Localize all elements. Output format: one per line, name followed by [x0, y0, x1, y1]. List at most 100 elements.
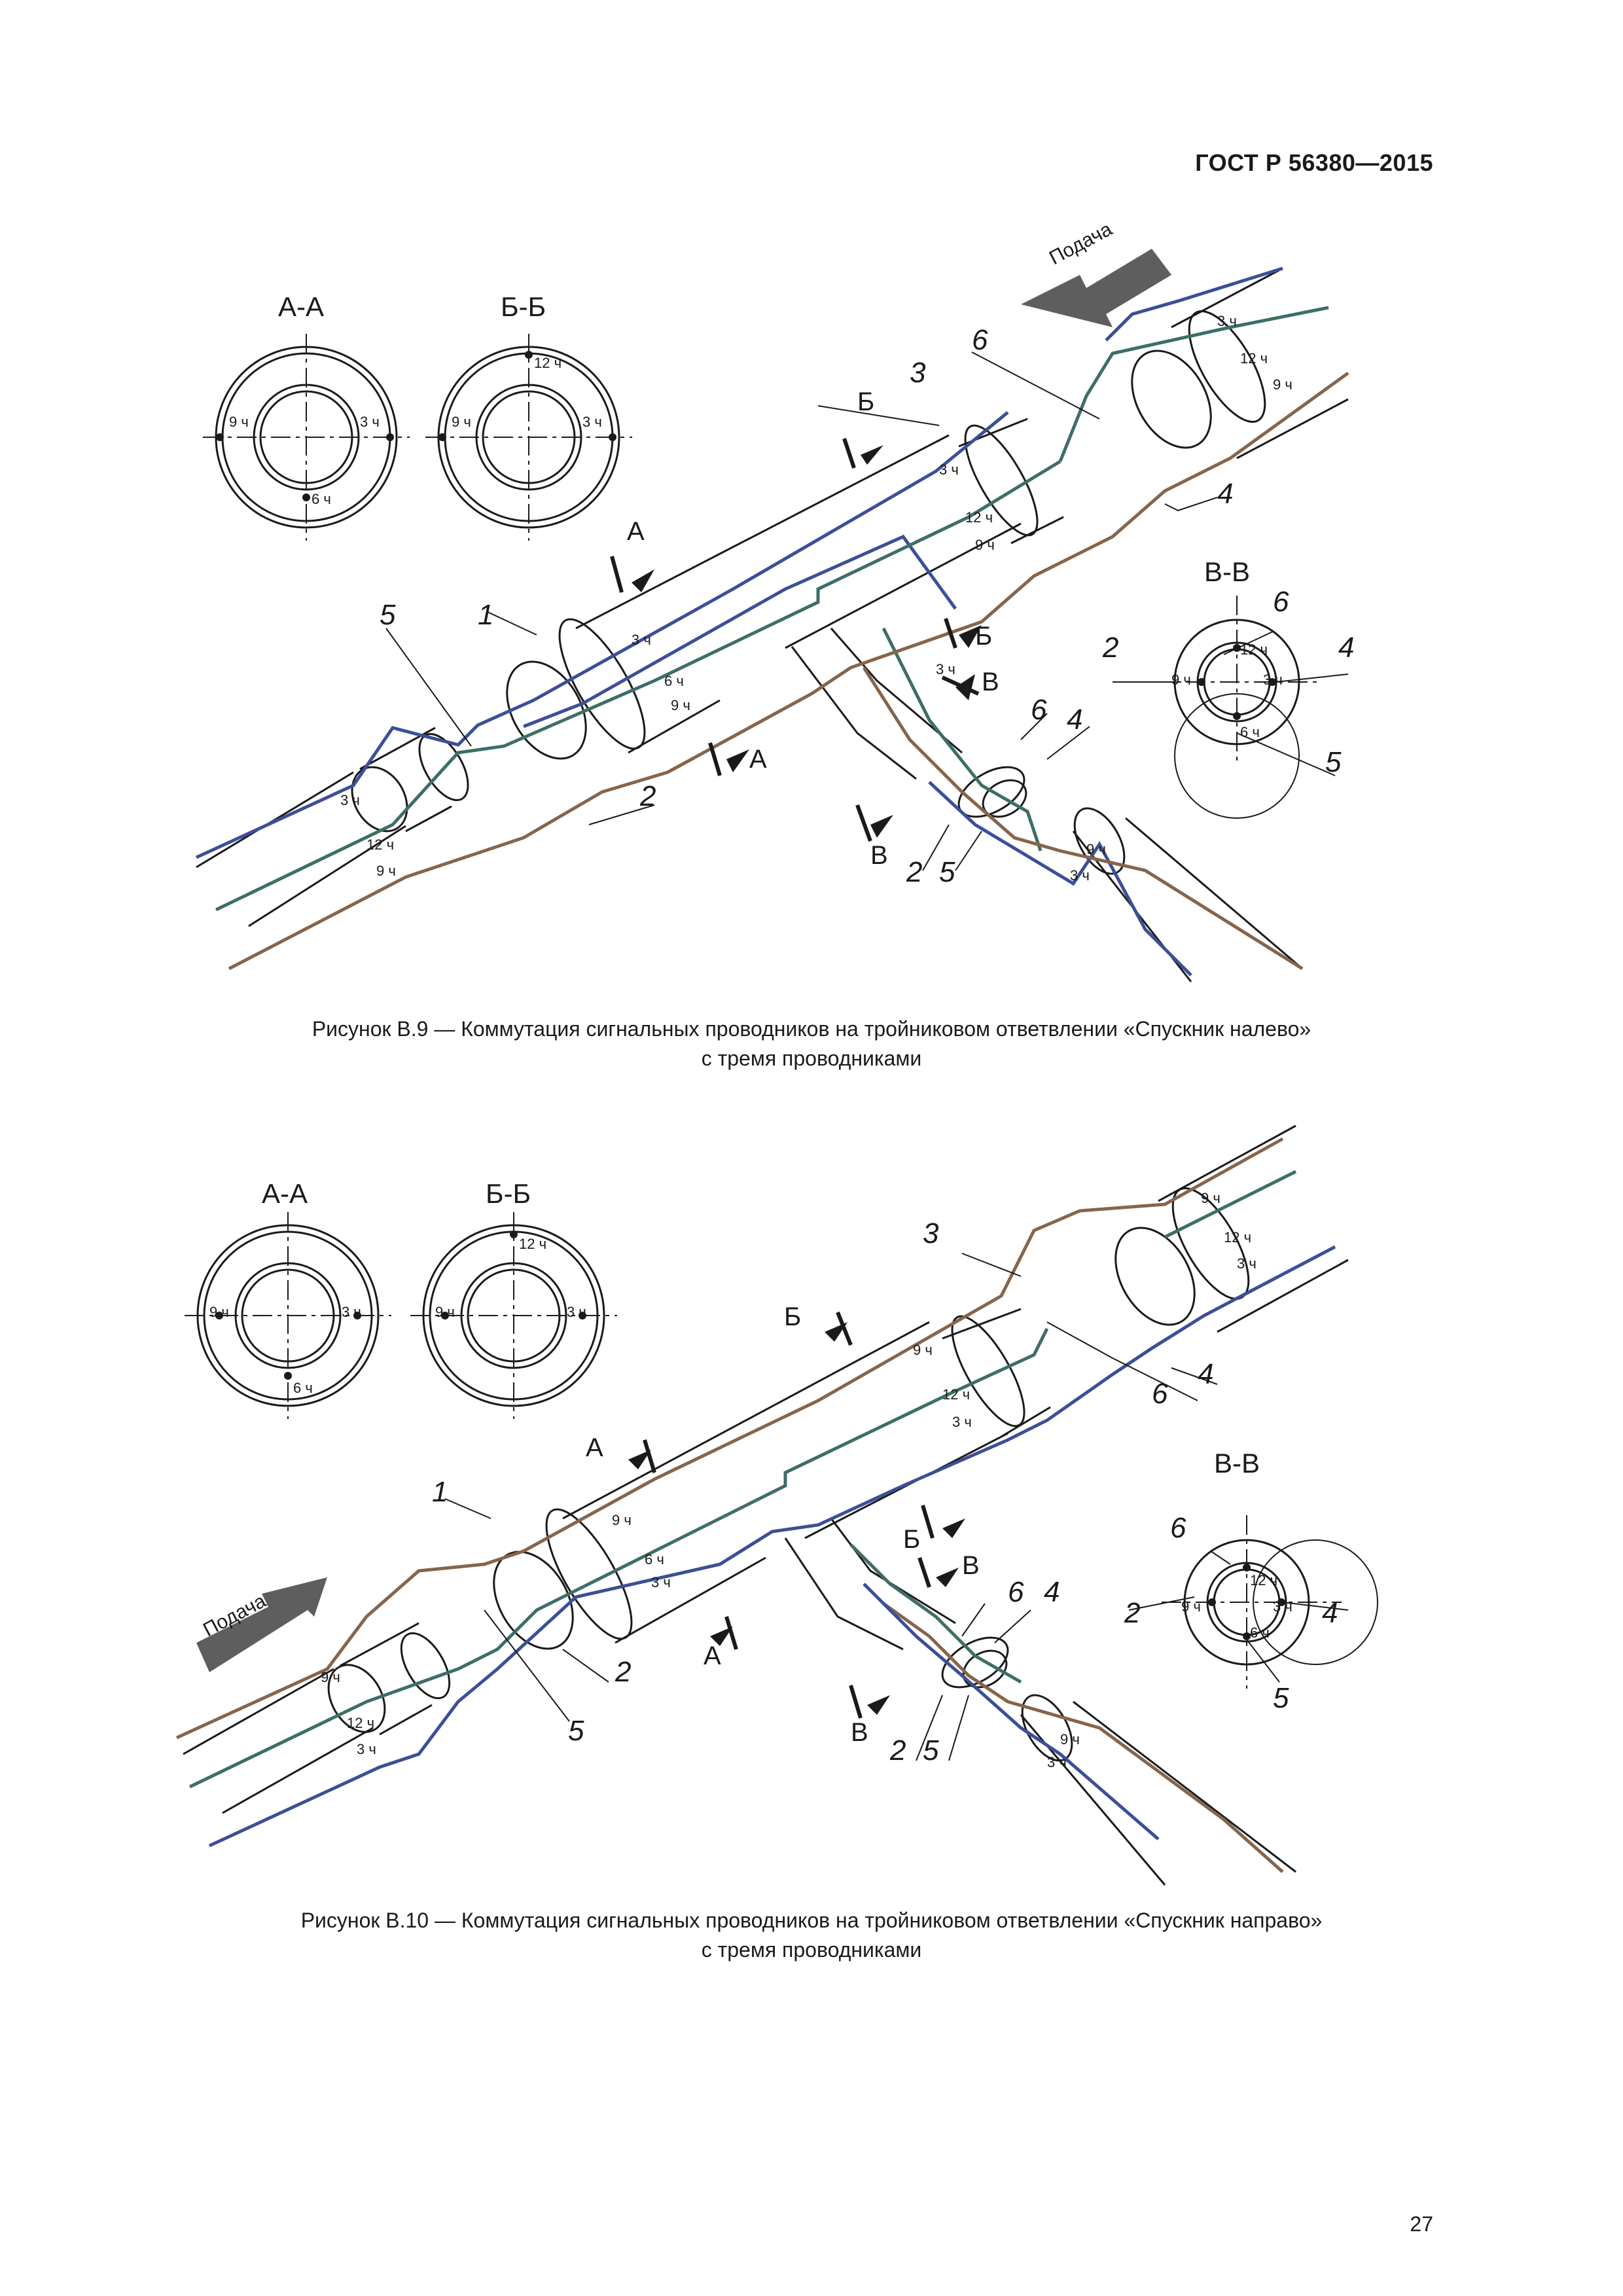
section-vv-title: В-В [1204, 556, 1251, 587]
callout2-5: 5 [568, 1715, 584, 1747]
p2-3h-c: 3 ч [651, 1574, 671, 1590]
vv-3h: 3 ч [1263, 672, 1283, 688]
callout-2b: 2 [906, 856, 923, 888]
bb2-12h: 12 ч [519, 1236, 547, 1252]
section-mark-v-1: В [982, 668, 999, 696]
conductor-brown-2 [175, 1137, 1284, 1740]
conductor-brown [228, 371, 1349, 971]
p2-3h-d: 3 ч [357, 1741, 376, 1757]
callout2-6b: 6 [1008, 1576, 1024, 1608]
section-mark-b-2: Б [975, 622, 993, 651]
callout-3: 3 [910, 357, 926, 389]
vv2-3h: 3 ч [1273, 1598, 1293, 1615]
callout2-6: 6 [1152, 1378, 1168, 1410]
pipe-3h-e: 3 ч [1070, 867, 1090, 884]
conductor-blue-2 [208, 1245, 1336, 1848]
pipe-9h-e: 9 ч [1086, 841, 1106, 857]
callout2-6c: 6 [1170, 1512, 1186, 1544]
conductor-green-2 [188, 1327, 1049, 1789]
pipe-9h-c: 9 ч [671, 697, 690, 713]
pipe-3h-c: 3 ч [632, 632, 651, 648]
flow-label-2: Подача [200, 1590, 270, 1641]
callout2-5c: 5 [1273, 1682, 1289, 1714]
section-vv-title-2: В-В [1214, 1448, 1260, 1479]
bb-3h: 3 ч [582, 414, 602, 430]
callout2-2b: 2 [890, 1734, 906, 1767]
section-bb-title: Б-Б [501, 291, 546, 322]
section2-mark-a-1: А [586, 1433, 603, 1462]
figure-1-caption-line2: с тремя проводниками [701, 1047, 922, 1070]
callout-5b: 5 [939, 856, 955, 888]
p2-9h-c: 9 ч [612, 1512, 632, 1528]
vv-6h: 6 ч [1240, 724, 1260, 740]
aa2-3h: 3 ч [342, 1304, 361, 1320]
aa-3h: 3 ч [360, 414, 380, 430]
vv2-6h: 6 ч [1250, 1624, 1270, 1641]
callout-4: 4 [1217, 478, 1234, 510]
flow-arrow [1021, 249, 1171, 327]
vv-9h: 9 ч [1171, 672, 1191, 688]
callout2-5b: 5 [923, 1734, 939, 1767]
section-mark-a-1: А [627, 517, 645, 546]
bb2-3h: 3 ч [567, 1304, 586, 1320]
section2-mark-v-2: В [851, 1718, 868, 1747]
section-aa-title: А-А [278, 291, 325, 322]
figure-2-caption-line1: Рисунок В.10 — Коммутация сигнальных про… [300, 1909, 1323, 1932]
section-aa-circle [203, 334, 410, 541]
p2-9h-e: 9 ч [1060, 1731, 1080, 1748]
figure-1-drawing [195, 249, 1349, 982]
callout-6: 6 [972, 324, 988, 356]
p2-3h-a: 3 ч [1237, 1255, 1257, 1272]
conductor-blue [195, 411, 1009, 859]
p2-12h-d: 12 ч [347, 1715, 375, 1731]
vv2-12h: 12 ч [1250, 1572, 1278, 1588]
callout-5: 5 [380, 599, 396, 631]
section2-mark-b-2: Б [903, 1525, 921, 1554]
figure-2: А-А Б-Б В-В Подача 9 ч 3 ч 6 ч 12 ч 9 ч … [0, 1106, 1623, 1944]
flow-label: Подача [1046, 218, 1116, 270]
callout2-2: 2 [615, 1656, 632, 1688]
callout2-1: 1 [432, 1476, 448, 1508]
callout2-4b: 4 [1044, 1576, 1060, 1608]
p2-9h-d: 9 ч [321, 1669, 340, 1685]
callout-2: 2 [640, 780, 656, 812]
callout2-4: 4 [1198, 1358, 1214, 1390]
section-aa-title-2: А-А [262, 1178, 308, 1209]
pipe-9h-d: 9 ч [376, 863, 396, 879]
figure-1-caption: Рисунок В.9 — Коммутация сигнальных пров… [0, 1014, 1623, 1073]
pipe-3h-a: 3 ч [1217, 313, 1237, 329]
aa-6h: 6 ч [312, 491, 331, 507]
section-mark-a-2: А [749, 745, 767, 774]
pipe-12h-a: 12 ч [1240, 350, 1268, 367]
pipe-12h-b: 12 ч [965, 509, 993, 526]
pipe-3h-f: 3 ч [936, 661, 955, 677]
aa2-9h: 9 ч [209, 1304, 229, 1320]
page-number: 27 [1410, 2212, 1433, 2236]
bb-9h: 9 ч [452, 414, 471, 430]
section-mark-v-2: В [870, 841, 888, 870]
conductor-green [215, 459, 1061, 912]
flow-arrow-2 [196, 1577, 327, 1672]
pipe-9h-b: 9 ч [975, 537, 995, 553]
aa-9h: 9 ч [229, 414, 249, 430]
callout2-2c: 2 [1124, 1597, 1141, 1629]
callout-5c: 5 [1325, 746, 1342, 778]
callout2-4c: 4 [1322, 1597, 1338, 1629]
figure-2-drawing [175, 1124, 1378, 1886]
aa2-6h: 6 ч [293, 1380, 313, 1396]
section-bb-title-2: Б-Б [486, 1178, 531, 1209]
p2-12h-b: 12 ч [942, 1386, 971, 1403]
section2-mark-b-1: Б [784, 1302, 802, 1331]
p2-9h-a: 9 ч [1201, 1190, 1221, 1206]
callout2-3: 3 [923, 1217, 939, 1249]
figure-2-caption-line2: с тремя проводниками [701, 1938, 922, 1962]
callout-6b: 6 [1031, 694, 1047, 726]
pipe-12h-d: 12 ч [366, 836, 395, 853]
pipe-6h-c: 6 ч [664, 673, 684, 689]
p2-9h-b: 9 ч [913, 1342, 933, 1358]
p2-3h-e: 3 ч [1047, 1754, 1067, 1770]
callout-4b: 4 [1067, 704, 1083, 736]
vv2-9h: 9 ч [1181, 1598, 1201, 1615]
callout-6c: 6 [1273, 586, 1289, 618]
section-mark-b-1: Б [857, 387, 875, 416]
